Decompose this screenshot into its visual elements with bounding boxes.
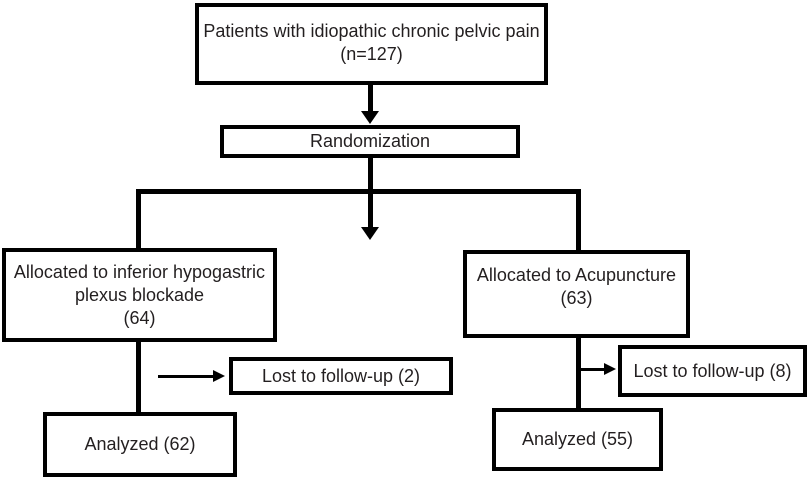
connector-to-lost-acupuncture (579, 368, 605, 371)
connector-acupuncture-to-analyzed (576, 336, 581, 410)
connector-blockade-to-analyzed (136, 340, 141, 414)
flow-box-lost-blockade: Lost to follow-up (2) (229, 357, 453, 395)
connector-to-lost-blockade (158, 375, 214, 378)
box-text-line: (63) (560, 288, 593, 308)
flow-box-analyzed-acupuncture: Analyzed (55) (492, 408, 663, 471)
flow-box-analyzed-blockade: Analyzed (62) (43, 412, 237, 477)
connector-patients-to-randomization (368, 85, 373, 112)
connector-branch-right-drop (576, 189, 581, 252)
box-text-line: plexus blockade (74, 285, 205, 305)
flow-box-allocated-blockade: Allocated to inferior hypogastric plexus… (2, 248, 277, 342)
box-text-line: Analyzed (55) (521, 429, 634, 449)
box-text-line: Allocated to inferior hypogastric (13, 262, 266, 282)
box-text-line: Allocated to Acupuncture (476, 265, 677, 285)
flow-box-patients: Patients with idiopathic chronic pelvic … (195, 3, 548, 85)
arrow-down-icon (361, 111, 379, 124)
arrow-right-icon (604, 363, 616, 375)
arrow-down-icon (361, 227, 379, 240)
connector-branch-horizontal (136, 189, 581, 194)
connector-branch-left-drop (136, 189, 141, 250)
box-text-line: Lost to follow-up (2) (261, 365, 421, 386)
box-text-line: Lost to follow-up (8) (633, 360, 792, 381)
flow-box-randomization: Randomization (220, 125, 520, 158)
box-text-line: Patients with idiopathic chronic pelvic … (203, 21, 540, 41)
box-text-line: Randomization (309, 131, 431, 151)
arrow-right-icon (213, 370, 225, 382)
box-text-line: (n=127) (340, 44, 403, 64)
box-text-line: (64) (123, 308, 156, 328)
box-text-line: Analyzed (62) (84, 434, 196, 454)
flow-box-lost-acupuncture: Lost to follow-up (8) (618, 345, 807, 397)
flow-box-allocated-acupuncture: Allocated to Acupuncture (63) (463, 250, 690, 338)
